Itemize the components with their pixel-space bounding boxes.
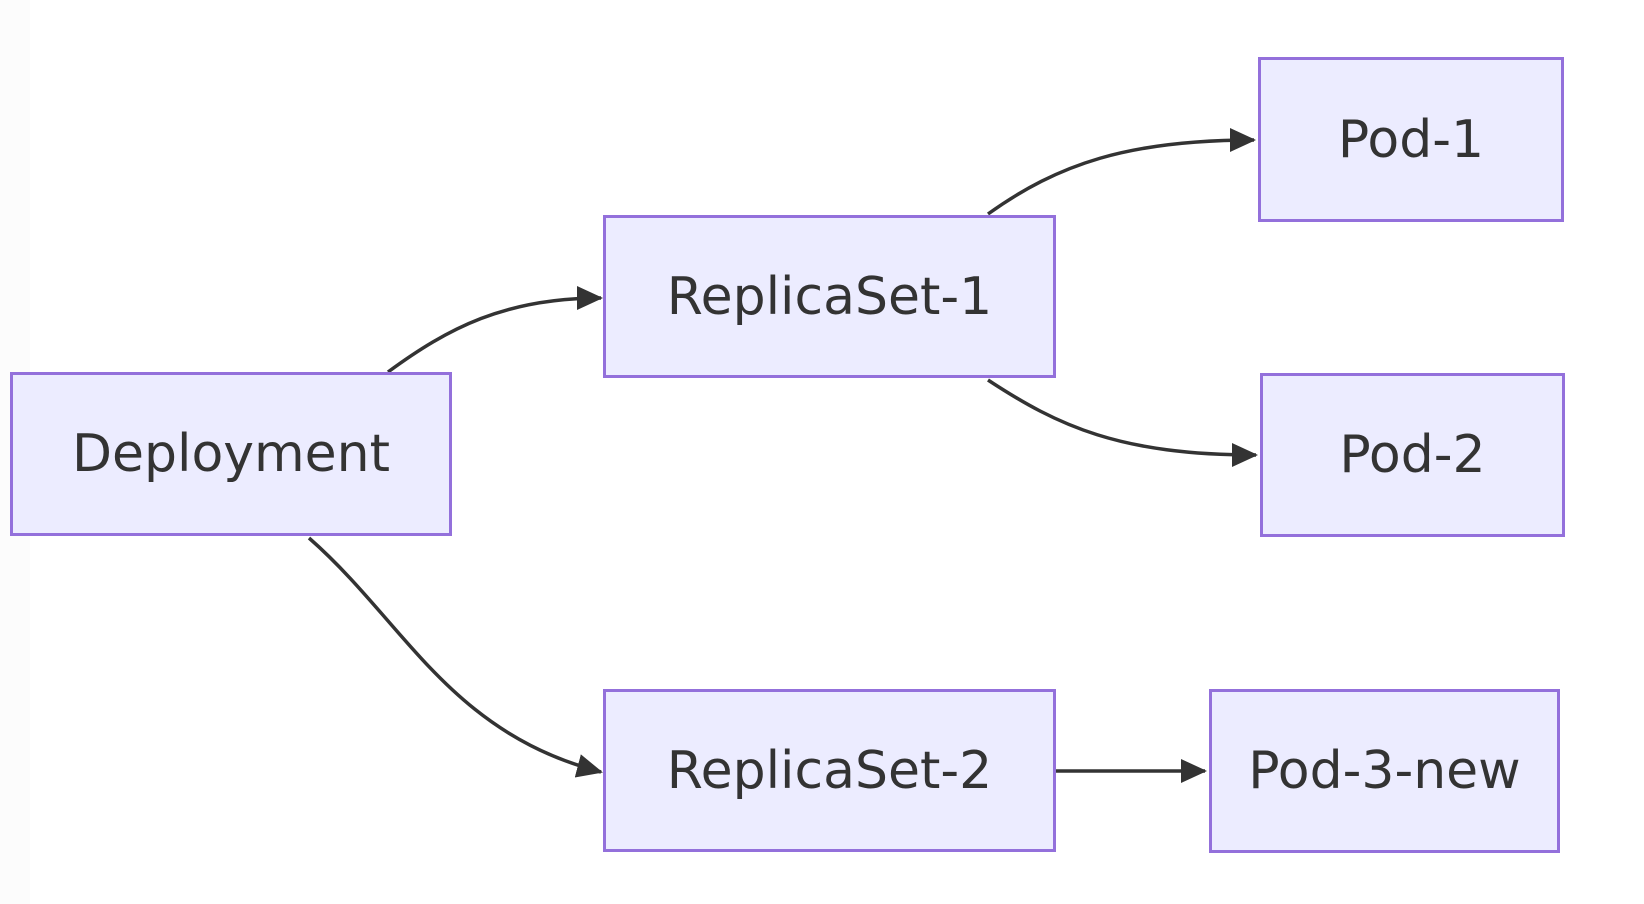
node-deployment-label: Deployment (71, 424, 391, 484)
node-replicaset-1: ReplicaSet-1 (603, 215, 1056, 378)
edge-replicaset-1-to-pod-2 (987, 378, 1258, 467)
node-pod-1-label: Pod-1 (1337, 109, 1485, 170)
node-replicaset-2-label: ReplicaSet-2 (666, 740, 993, 801)
node-replicaset-2: ReplicaSet-2 (603, 689, 1056, 852)
node-replicaset-1-label: ReplicaSet-1 (666, 266, 993, 327)
node-pod-2: Pod-2 (1260, 373, 1565, 537)
node-pod-1: Pod-1 (1258, 57, 1564, 222)
edge-replicaset-1-to-pod-1 (986, 128, 1256, 216)
edge-deployment-to-replicaset-1 (386, 286, 603, 374)
node-pod-3-new-label: Pod-3-new (1248, 741, 1521, 801)
node-pod-2-label: Pod-2 (1339, 425, 1486, 485)
node-pod-3-new: Pod-3-new (1209, 689, 1560, 853)
edge-deployment-to-replicaset-2 (307, 536, 603, 778)
node-deployment: Deployment (10, 372, 452, 536)
